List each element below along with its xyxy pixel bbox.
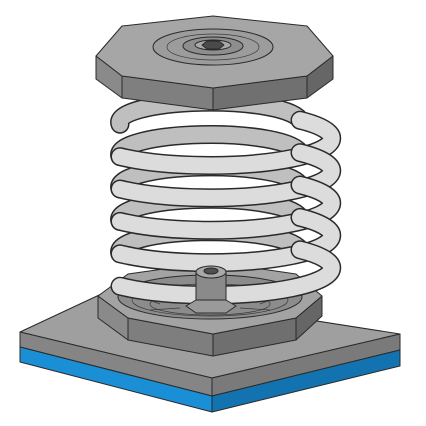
center-bolt: [185, 265, 237, 314]
spring-coil-front: [112, 241, 340, 304]
rubber-pad: [19, 346, 401, 413]
spring-coil-front: [112, 112, 340, 174]
spring-coil-front: [112, 209, 340, 271]
coil-spring: [110, 92, 342, 305]
spring-coil-front: [112, 144, 340, 206]
spring-coil-back: [111, 126, 308, 165]
spring-coil-front: [112, 177, 340, 239]
rubber-pad-right-side: [211, 349, 401, 413]
top-cap: [95, 15, 334, 111]
hex-socket-icon: [201, 40, 225, 50]
